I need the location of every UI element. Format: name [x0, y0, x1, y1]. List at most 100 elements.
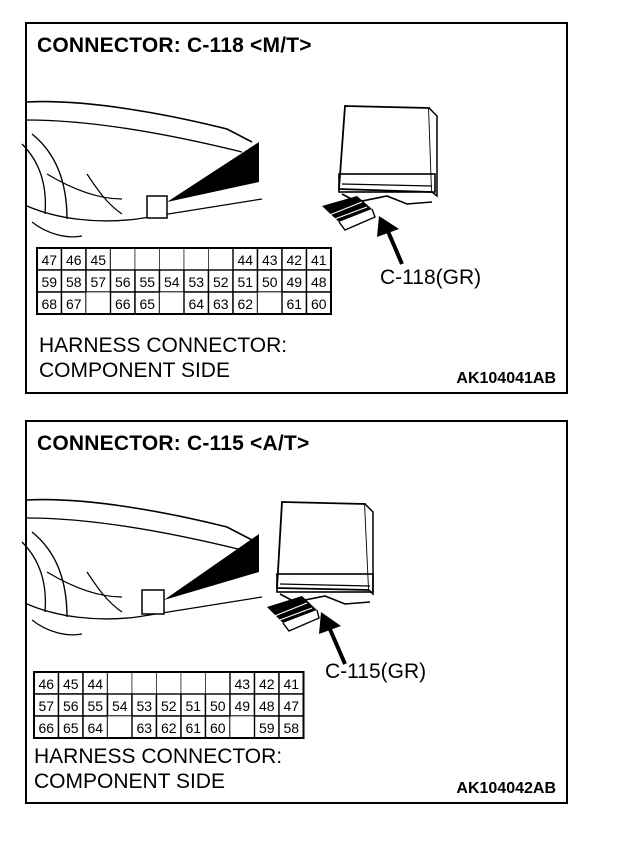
- panel-title: CONNECTOR: C-115 <A/T>: [37, 432, 310, 455]
- pin-cell: 50: [204, 693, 231, 717]
- pin-number: 64: [87, 720, 103, 736]
- caption-line-2: COMPONENT SIDE: [39, 359, 230, 382]
- pin-number: 62: [161, 720, 177, 736]
- pin-number: 54: [164, 274, 180, 290]
- pin-cell: 43: [256, 247, 283, 271]
- pin-cell: 65: [134, 291, 161, 315]
- pin-cell: 66: [33, 715, 60, 739]
- pin-cell: 42: [281, 247, 308, 271]
- panel-title: CONNECTOR: C-118 <M/T>: [37, 34, 312, 57]
- harness-caption: HARNESS CONNECTOR: COMPONENT SIDE: [34, 744, 282, 794]
- pin-number: 41: [311, 252, 327, 268]
- caption-line-1: HARNESS CONNECTOR:: [39, 334, 288, 357]
- caption-line-2: COMPONENT SIDE: [34, 770, 225, 793]
- pin-number: 47: [41, 252, 57, 268]
- pin-number: 60: [210, 720, 226, 736]
- pin-cell: 68: [36, 291, 63, 315]
- pin-cell: 44: [232, 247, 259, 271]
- pin-number: 55: [139, 274, 155, 290]
- pin-cell: 60: [204, 715, 231, 739]
- pin-number: 55: [87, 698, 103, 714]
- pin-number: 61: [185, 720, 201, 736]
- pin-cell: 67: [60, 291, 87, 315]
- pin-cell: 54: [106, 693, 133, 717]
- pin-cell-empty: [134, 247, 160, 271]
- connector-panel-c118: CONNECTOR: C-118 <M/T>: [21, 22, 568, 394]
- pin-grid-border: [33, 671, 305, 739]
- pin-number: 51: [237, 274, 253, 290]
- pin-cell: 62: [232, 291, 259, 315]
- pin-cell: 58: [278, 715, 305, 739]
- connector-label: C-118(GR): [380, 266, 482, 289]
- pin-number: 48: [311, 274, 327, 290]
- pin-cell-empty: [131, 671, 157, 695]
- pin-number: 50: [262, 274, 278, 290]
- pin-cell: 65: [57, 715, 84, 739]
- pin-number: 54: [112, 698, 128, 714]
- pin-number: 41: [283, 676, 299, 692]
- pin-number: 42: [286, 252, 302, 268]
- pin-cell: 52: [155, 693, 182, 717]
- pin-cell: 56: [57, 693, 84, 717]
- diagram-code: AK104041AB: [456, 370, 556, 387]
- pin-number: 47: [283, 698, 299, 714]
- caption-line-1: HARNESS CONNECTOR:: [34, 745, 283, 768]
- pin-number: 64: [188, 296, 204, 312]
- pin-cell: 42: [253, 671, 280, 695]
- pin-number: 62: [237, 296, 253, 312]
- pin-cell: 51: [180, 693, 207, 717]
- pin-cell: 61: [180, 715, 207, 739]
- ecu-box: [338, 105, 438, 205]
- pin-number: 57: [90, 274, 106, 290]
- pin-cell: 55: [134, 269, 161, 293]
- pin-number: 57: [38, 698, 54, 714]
- pin-number: 52: [161, 698, 177, 714]
- pointer-arrow: [319, 612, 347, 665]
- pin-cell-empty: [229, 715, 255, 739]
- pin-cell-empty: [159, 291, 185, 315]
- pin-cell-empty: [257, 291, 283, 315]
- harness-plug: [267, 596, 320, 632]
- pin-number: 56: [63, 698, 79, 714]
- pin-cell-empty: [156, 671, 182, 695]
- pin-number: 45: [90, 252, 106, 268]
- pin-number: 63: [136, 720, 152, 736]
- pin-cell: 48: [305, 269, 332, 293]
- pin-cell: 46: [60, 247, 87, 271]
- pin-number: 51: [185, 698, 201, 714]
- pin-number: 63: [213, 296, 229, 312]
- pin-cell: 57: [85, 269, 112, 293]
- pin-cell: 61: [281, 291, 308, 315]
- pin-number: 66: [38, 720, 54, 736]
- pin-cell-empty: [183, 247, 209, 271]
- pointer-arrow: [377, 216, 404, 265]
- pin-cell: 49: [229, 693, 256, 717]
- pin-cell: 59: [36, 269, 63, 293]
- pin-cell-empty: [180, 671, 206, 695]
- connector-label: C-115(GR): [325, 660, 427, 683]
- pin-number: 43: [234, 676, 250, 692]
- harness-plug: [322, 196, 376, 231]
- pin-number: 59: [259, 720, 275, 736]
- pin-number: 65: [139, 296, 155, 312]
- pin-number: 46: [38, 676, 54, 692]
- pin-cell-empty: [110, 247, 136, 271]
- pin-cell-empty: [208, 247, 234, 271]
- pin-cell-empty: [159, 247, 185, 271]
- pin-number: 43: [262, 252, 278, 268]
- pin-number: 50: [210, 698, 226, 714]
- pin-cell: 49: [281, 269, 308, 293]
- pin-cell: 45: [57, 671, 84, 695]
- pin-cell: 47: [36, 247, 63, 271]
- pin-cell: 56: [109, 269, 136, 293]
- pin-cell: 55: [82, 693, 109, 717]
- pin-number: 49: [286, 274, 302, 290]
- pin-cell: 63: [131, 715, 158, 739]
- pin-cell: 62: [155, 715, 182, 739]
- pin-number: 53: [136, 698, 152, 714]
- ecu-box: [276, 501, 374, 605]
- pin-number: 52: [213, 274, 229, 290]
